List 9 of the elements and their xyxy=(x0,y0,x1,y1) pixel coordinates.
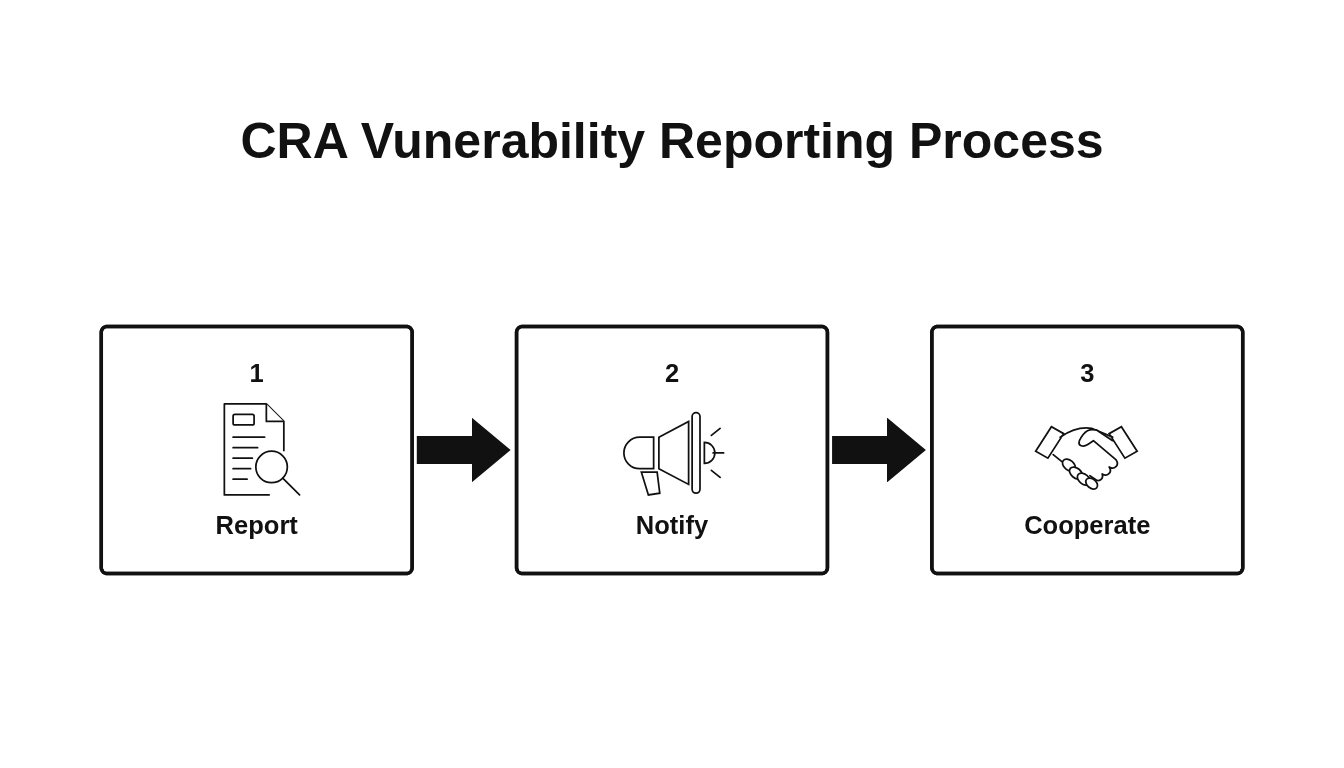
arrow xyxy=(832,417,926,483)
step-label: Report xyxy=(215,509,298,542)
step-number: 3 xyxy=(1080,357,1095,390)
step-label: Cooperate xyxy=(1024,509,1151,542)
arrow xyxy=(416,417,511,483)
step-number: 2 xyxy=(664,357,680,390)
diagram-title: CRA Vunerability Reporting Process xyxy=(240,112,1104,170)
step-label: Notify xyxy=(635,509,709,542)
step-number: 1 xyxy=(249,357,264,390)
